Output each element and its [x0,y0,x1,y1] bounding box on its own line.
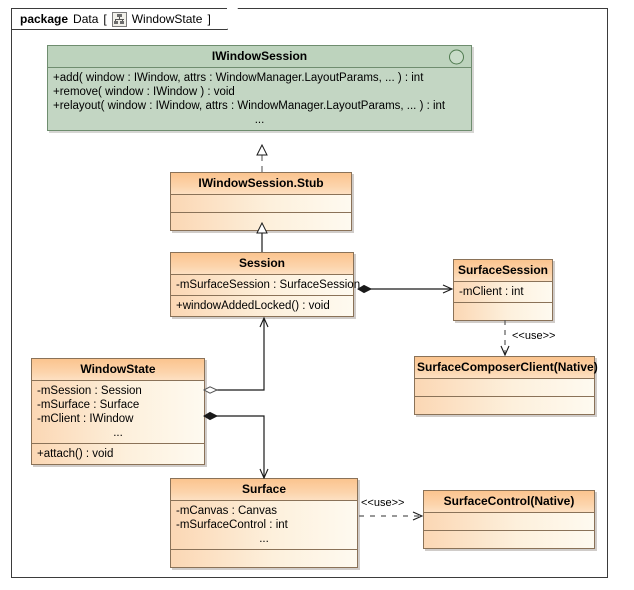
attribute-msurfacesession: -mSurfaceSession : SurfaceSession [176,279,361,291]
class-compartment-attributes: -mCanvas : Canvas -mSurfaceControl : int… [171,501,357,550]
diagram-name: WindowState [131,12,203,26]
bracket-close: ] [207,12,211,26]
package-header-tab: package Data [ WindowState ] [11,8,238,30]
operation-windowaddedlocked: +windowAddedLocked() : void [176,300,330,312]
attribute-msurfacecontrol: -mSurfaceControl : int [176,519,288,531]
class-title-surfacesession: SurfaceSession [454,260,552,282]
operation-add: +add( window : IWindow, attrs : WindowMa… [53,72,424,84]
bracket-open: [ [103,12,107,26]
edge-label-use-surfacecomposer: <<use>> [512,330,556,342]
attribute-ellipsis: ... [113,427,123,439]
class-compartment-operations [424,531,594,548]
class-compartment-operations [454,303,552,320]
package-name: Data [73,12,99,26]
operation-attach: +attach() : void [37,448,114,460]
interface-circle-icon [449,49,464,64]
class-title-windowstate: WindowState [32,359,204,381]
class-compartment-attributes: -mSurfaceSession : SurfaceSession [171,275,361,296]
attribute-msession: -mSession : Session [37,385,142,397]
class-compartment-operations [171,213,351,230]
operation-relayout: +relayout( window : IWindow, attrs : Win… [53,100,446,112]
operation-ellipsis: ... [254,114,265,126]
class-compartment-attributes [171,195,351,213]
class-box-iwindowsession-stub[interactable]: IWindowSession.Stub [170,172,352,231]
class-diagram-icon [111,11,127,27]
class-box-surfacecomposerclient[interactable]: SurfaceComposerClient(Native) [414,356,598,415]
class-box-session[interactable]: Session -mSurfaceSession : SurfaceSessio… [170,252,361,317]
class-box-windowstate[interactable]: WindowState -mSession : Session -mSurfac… [31,358,205,465]
attribute-mclient: -mClient : int [459,286,524,298]
attribute-msurface: -mSurface : Surface [37,399,140,411]
class-compartment-attributes [424,513,594,531]
class-box-iwindowsession[interactable]: IWindowSession +add( window : IWindow, a… [47,45,472,131]
class-compartment-operations: +attach() : void [32,444,204,464]
class-compartment-operations: +add( window : IWindow, attrs : WindowMa… [48,68,471,130]
class-box-surface[interactable]: Surface -mCanvas : Canvas -mSurfaceContr… [170,478,358,568]
class-title-surfacecomposerclient: SurfaceComposerClient(Native) [415,357,598,379]
package-frame [11,8,608,578]
class-box-surfacesession[interactable]: SurfaceSession -mClient : int [453,259,553,321]
edge-label-use-surfacecontrol: <<use>> [361,497,405,509]
attribute-mclient: -mClient : IWindow [37,413,134,425]
class-title-surface: Surface [171,479,357,501]
class-title-session: Session [171,253,353,275]
package-keyword: package [20,12,69,26]
class-compartment-attributes [415,379,594,397]
class-title-iwindowsession-stub: IWindowSession.Stub [171,173,351,195]
class-compartment-operations [171,550,357,567]
attribute-mcanvas: -mCanvas : Canvas [176,505,277,517]
class-title-iwindowsession: IWindowSession [48,46,471,68]
class-box-surfacecontrol[interactable]: SurfaceControl(Native) [423,490,595,549]
class-compartment-operations: +windowAddedLocked() : void [171,296,353,316]
attribute-ellipsis: ... [259,533,269,545]
class-compartment-attributes: -mSession : Session -mSurface : Surface … [32,381,204,444]
operation-remove: +remove( window : IWindow ) : void [53,86,235,98]
class-title-surfacecontrol: SurfaceControl(Native) [424,491,594,513]
class-compartment-operations [415,397,594,414]
class-compartment-attributes: -mClient : int [454,282,552,303]
